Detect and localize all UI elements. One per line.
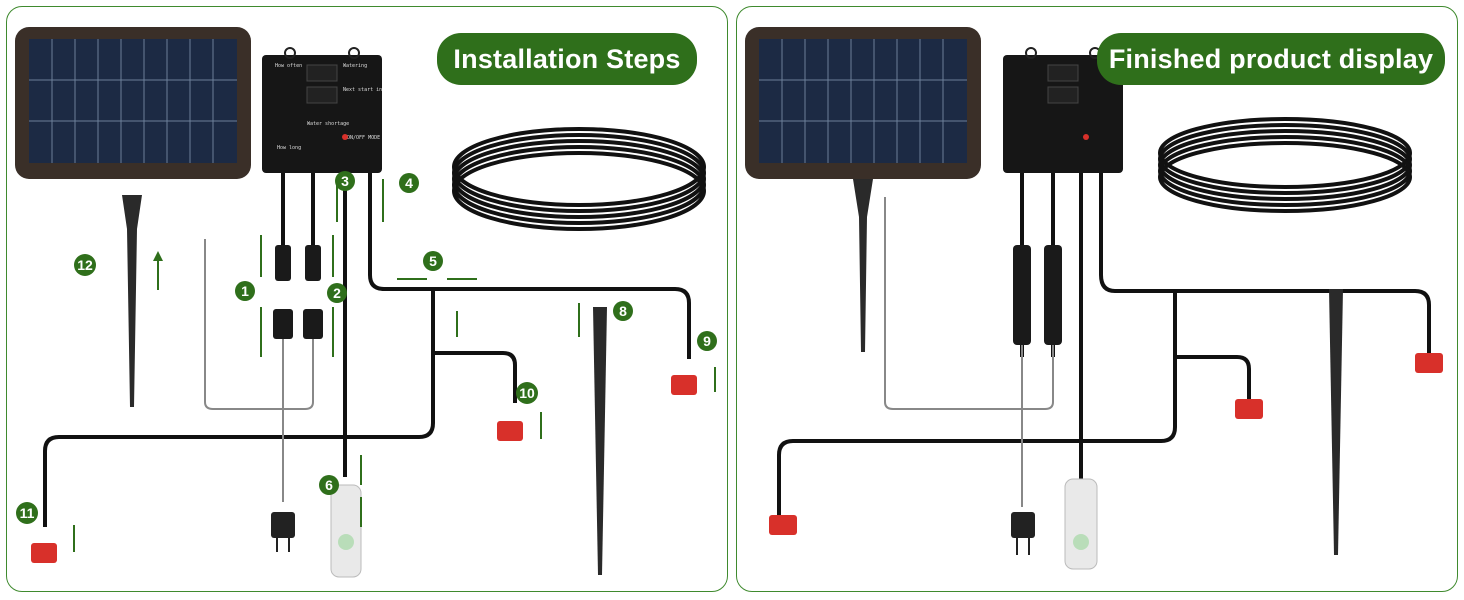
svg-text:Water shortage: Water shortage xyxy=(307,121,349,127)
installation-diagram: How often Watering Next start in Water s… xyxy=(15,27,717,578)
solar-panel xyxy=(15,27,251,179)
finished-product-panel: Finished product display xyxy=(736,6,1458,592)
drip-stake xyxy=(1329,289,1343,555)
pump-filter xyxy=(1064,478,1098,570)
dripper xyxy=(769,353,1443,535)
power-plug xyxy=(271,512,295,538)
step-8-label: 8 xyxy=(619,303,627,319)
finished-product-title: Finished product display xyxy=(1097,33,1445,85)
step-1-label: 1 xyxy=(241,283,249,299)
svg-text:Watering: Watering xyxy=(343,63,367,69)
controller-box xyxy=(1003,47,1123,173)
dripper xyxy=(31,375,697,563)
step-11-label: 11 xyxy=(20,505,35,521)
step-6-label: 6 xyxy=(325,477,333,493)
ground-stake xyxy=(853,179,873,352)
controller-box: How often Watering Next start in Water s… xyxy=(262,47,382,173)
finished-product-diagram xyxy=(745,27,1443,570)
step-2-label: 2 xyxy=(333,285,341,301)
power-plug xyxy=(1011,512,1035,538)
step-9-label: 9 xyxy=(703,333,711,349)
pump-filter xyxy=(330,484,362,578)
coiled-tubing xyxy=(452,127,706,231)
svg-text:Next start in: Next start in xyxy=(343,87,382,93)
svg-text:How often: How often xyxy=(275,63,302,69)
installation-steps-panel: How often Watering Next start in Water s… xyxy=(6,6,728,592)
drip-stake xyxy=(593,307,607,575)
step-3-label: 3 xyxy=(341,173,349,189)
solar-panel xyxy=(745,27,981,179)
step-5-label: 5 xyxy=(429,253,437,269)
step-badges: 1 2 3 4 5 6 8 9 10 11 12 xyxy=(16,171,717,524)
coiled-tubing xyxy=(1158,117,1412,213)
step-4-label: 4 xyxy=(405,175,413,191)
ground-stake xyxy=(122,195,142,407)
step-12-label: 12 xyxy=(77,257,93,273)
installation-steps-title: Installation Steps xyxy=(437,33,697,85)
svg-text:How long: How long xyxy=(277,145,301,151)
svg-text:ON/OFF MODE: ON/OFF MODE xyxy=(347,135,380,141)
step-10-label: 10 xyxy=(519,385,535,401)
